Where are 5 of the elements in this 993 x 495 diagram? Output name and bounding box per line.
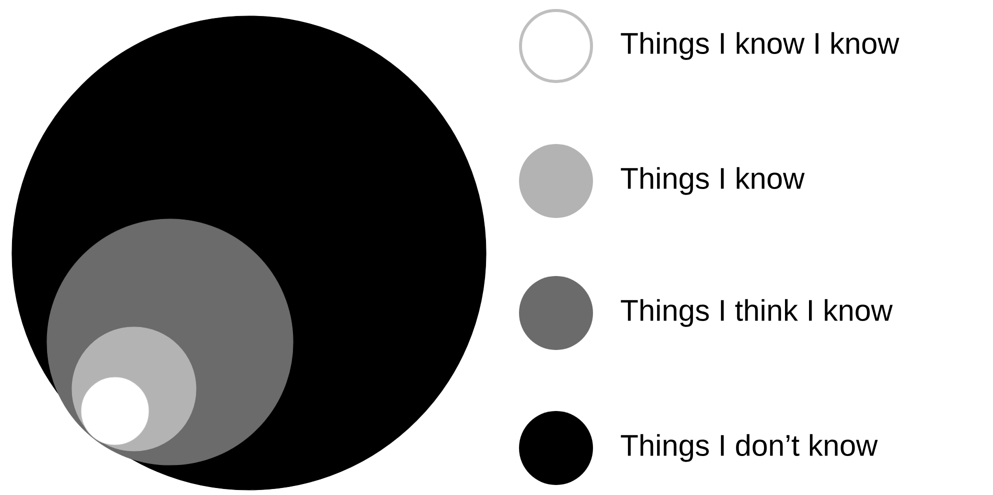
legend-text: Things I know I know: [620, 32, 900, 60]
legend-text: Things I think I know: [620, 299, 893, 327]
legend-text: Things I don’t know: [620, 434, 878, 462]
legend-text: Things I know: [620, 167, 805, 195]
circle: [80, 376, 150, 446]
